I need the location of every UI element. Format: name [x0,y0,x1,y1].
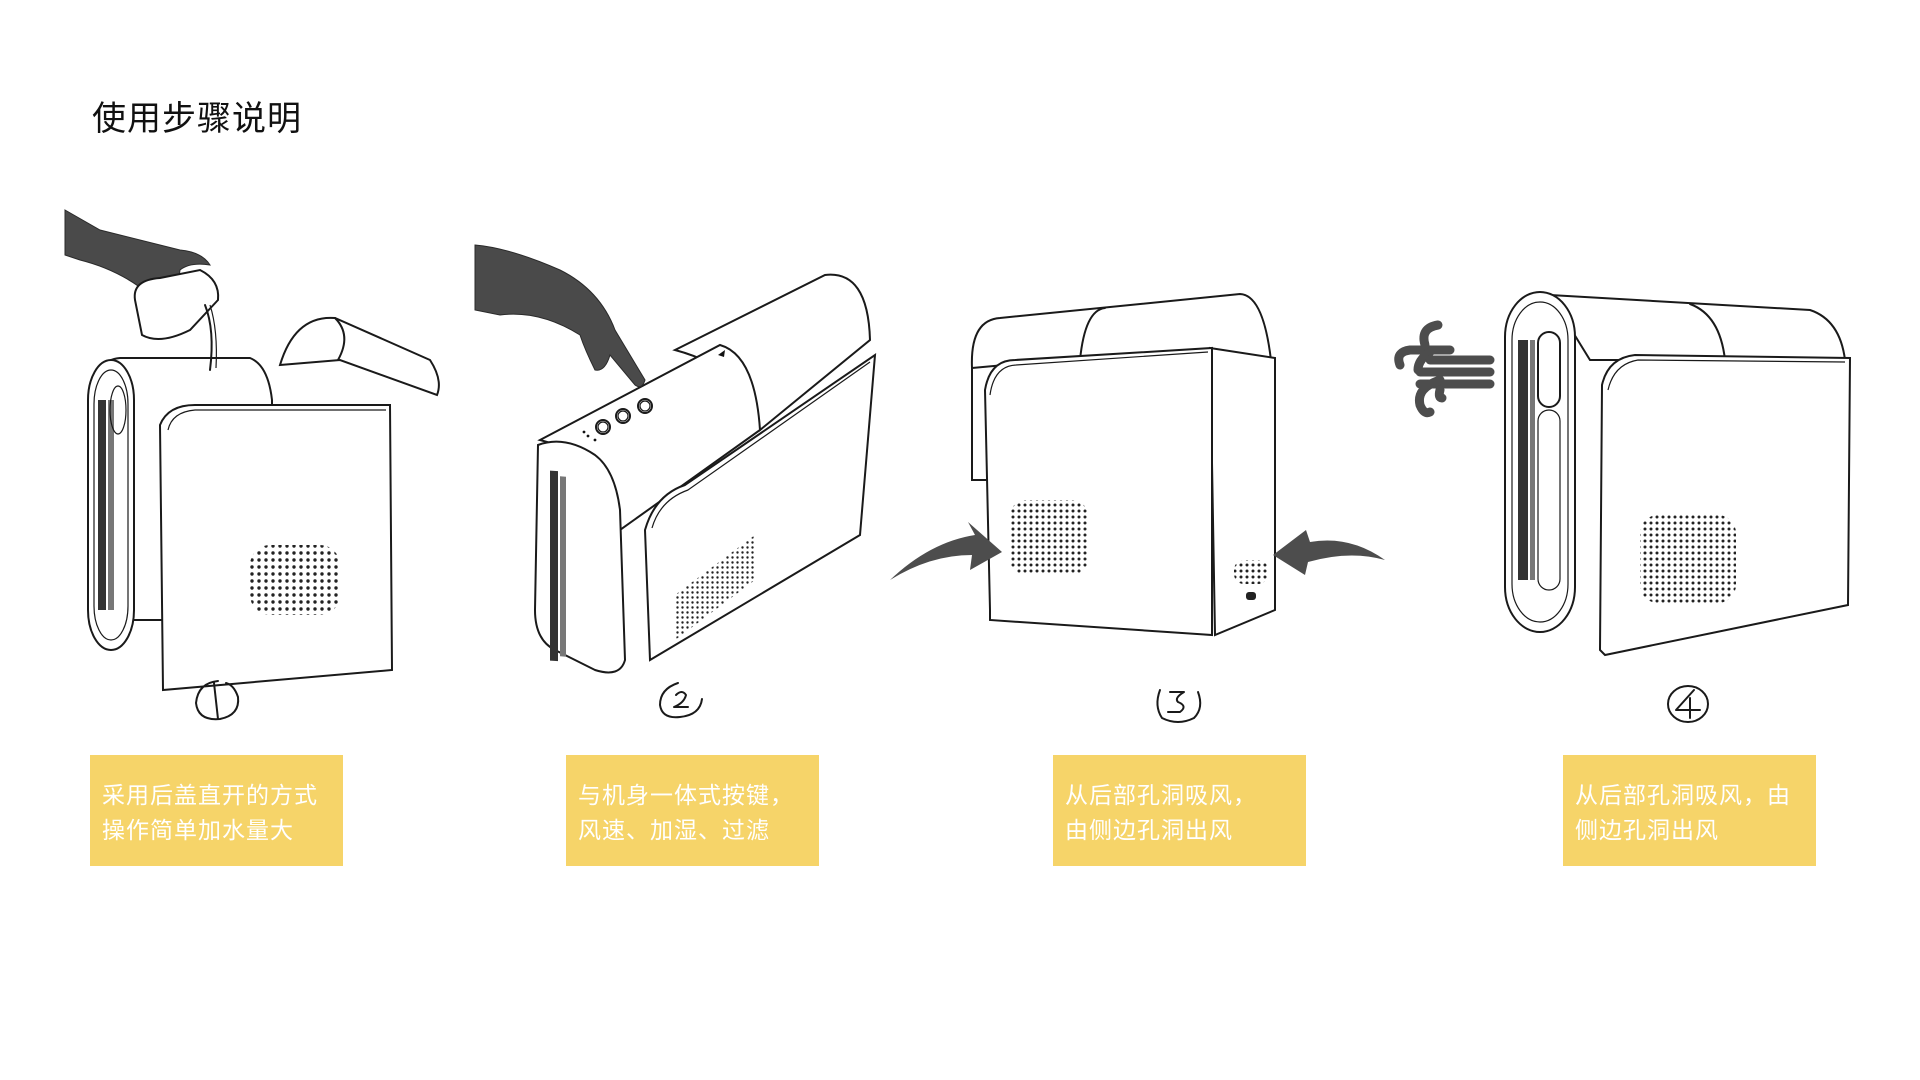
step-2-caption: 与机身一体式按键， 风速、加湿、过滤 [566,755,819,866]
step-3-number [1150,678,1210,732]
speaker-grille-icon [250,545,340,615]
rear-intake-grille-icon [1010,500,1088,575]
caption-line: 由侧边孔洞出风 [1065,818,1233,844]
power-port-icon [1246,592,1256,600]
wind-icon [1394,320,1495,418]
open-lid-icon [278,316,440,397]
step-4-illustration [1390,280,1880,730]
caption-line: 采用后盖直开的方式 [102,783,318,809]
step-3-caption: 从后部孔洞吸风， 由侧边孔洞出风 [1053,755,1306,866]
control-buttons-icon [582,398,653,442]
side-vent-icon [1234,560,1268,584]
curved-arrow-right-icon [890,522,1002,580]
speaker-grille-icon [675,535,755,640]
caption-line: 与机身一体式按键， [578,783,794,809]
caption-line: 操作简单加水量大 [102,818,294,844]
front-grille-icon [550,470,566,662]
step-1-caption: 采用后盖直开的方式 操作简单加水量大 [90,755,343,866]
caption-line: 风速、加湿、过滤 [578,818,770,844]
caption-line: 从后部孔洞吸风，由 [1575,783,1791,809]
speaker-grille-icon [1640,515,1736,603]
step-2-illustration [470,230,900,690]
step-1-illustration [60,200,460,692]
step-4-caption: 从后部孔洞吸风，由 侧边孔洞出风 [1563,755,1816,866]
caption-line: 从后部孔洞吸风， [1065,783,1257,809]
caption-line: 侧边孔洞出风 [1575,818,1719,844]
step-2-number [652,675,712,729]
step-1-number [190,675,250,729]
step-3-illustration [890,280,1450,660]
page-title: 使用步骤说明 [92,98,302,139]
curved-arrow-left-icon [1273,530,1385,575]
front-grille-icon [1518,340,1535,580]
step-4-number [1660,680,1720,734]
water-cup-icon [133,268,220,340]
hand-silhouette-icon [474,244,646,388]
front-grille-icon [98,400,114,610]
